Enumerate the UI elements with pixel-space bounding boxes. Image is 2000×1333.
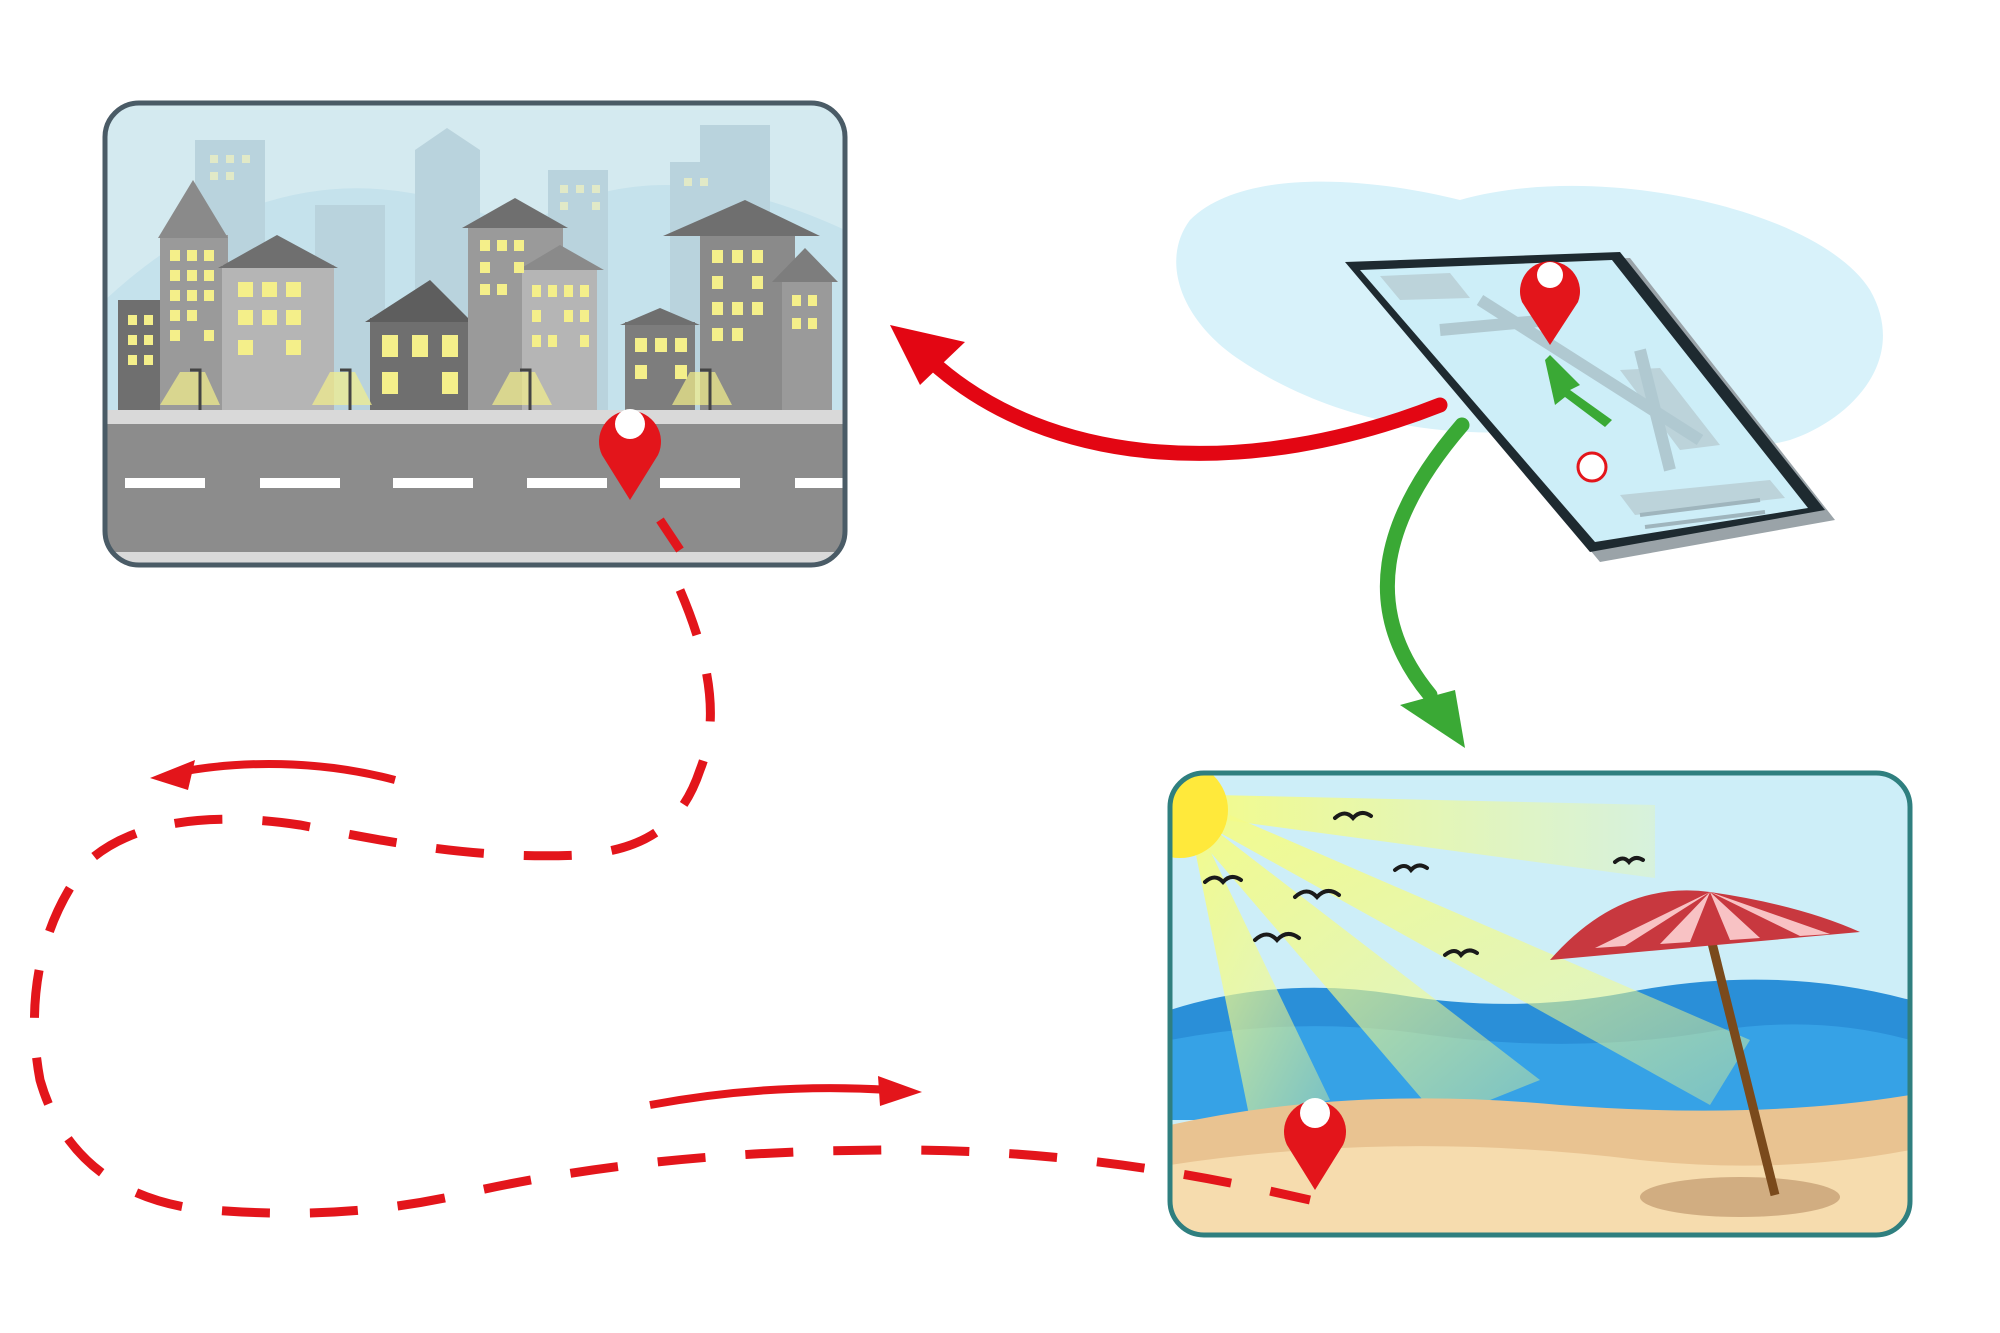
beach-scene — [1167, 770, 1913, 1238]
route-direction-arrow-right — [649, 1076, 922, 1109]
curved-arrow-left-icon — [890, 325, 1448, 461]
city-street-scene — [102, 100, 848, 568]
beach-frame — [1167, 770, 1913, 1238]
route-direction-arrow-left — [150, 760, 397, 790]
dashed-route-path — [29, 517, 1312, 1218]
smartphone-map-icon — [1176, 181, 1883, 562]
curved-arrow-down-icon — [1379, 417, 1470, 748]
city-frame — [102, 100, 848, 568]
city-location-pin — [599, 409, 661, 500]
phone-location-pin — [1520, 261, 1581, 345]
beach-location-pin — [1284, 1098, 1346, 1190]
